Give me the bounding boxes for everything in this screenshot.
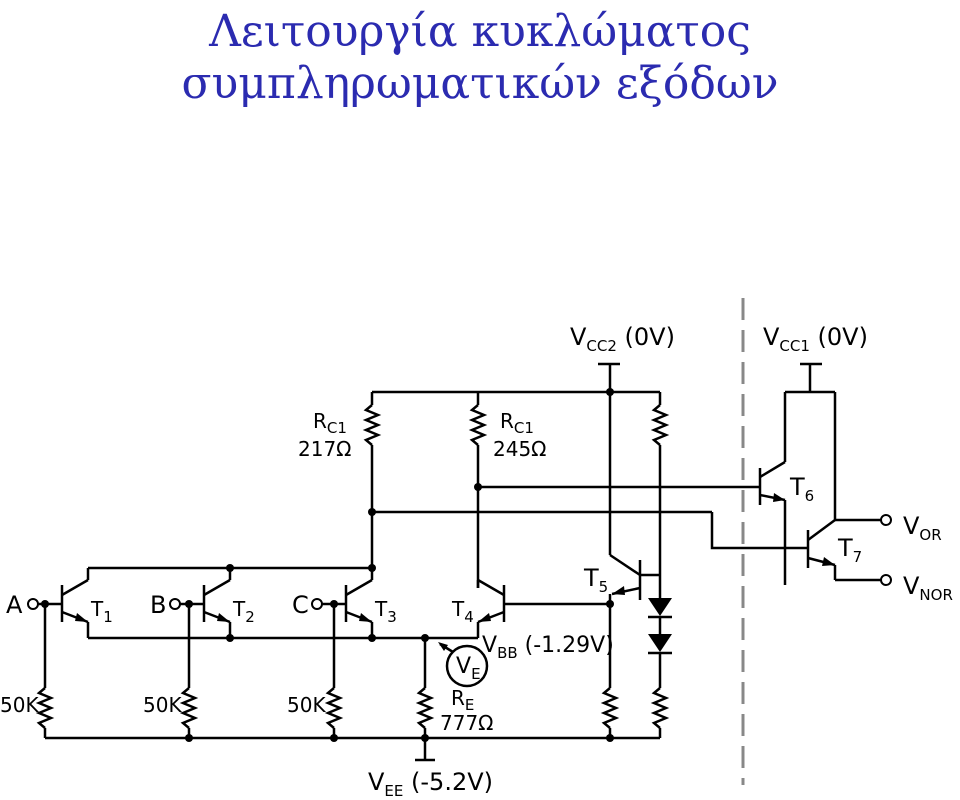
transistor-t7 — [806, 518, 837, 580]
transistor-t2 — [202, 568, 232, 638]
input-b-network — [169, 598, 204, 738]
vnor-label: VNOR — [903, 572, 953, 604]
re-label: RE — [451, 686, 474, 714]
input-c-network — [311, 598, 346, 738]
re-value: 777Ω — [440, 711, 493, 735]
rc1-left-label: RC1 — [313, 409, 347, 437]
resistor-t5-collector-load — [650, 392, 670, 598]
rc1-right-label: RC1 — [500, 409, 534, 437]
transistor-t6 — [758, 460, 787, 585]
r50k-1-label: 50K — [0, 693, 39, 717]
transistor-t1 — [60, 568, 90, 638]
t1-label: T1 — [90, 597, 113, 626]
rc1-left-value: 217Ω — [298, 437, 351, 461]
vor-label: VOR — [903, 512, 942, 544]
resistor-t5-emitter — [600, 687, 620, 738]
ve-meter — [438, 642, 489, 688]
t5-label: T5 — [583, 564, 608, 596]
t6-label: T6 — [789, 473, 814, 505]
output-terminal-or[interactable] — [880, 514, 892, 526]
vee-label: VEE (-5.2V) — [368, 768, 493, 800]
transistor-t3 — [344, 568, 374, 638]
input-a-label: A — [6, 591, 23, 619]
slide-title: Λειτουργία κυκλώματος συμπληρωματικών εξ… — [0, 6, 960, 110]
transistor-t4 — [476, 578, 610, 638]
input-a-network — [27, 598, 62, 738]
title-line-1: Λειτουργία κυκλώματος — [209, 6, 751, 57]
vbb-label: VBB (-1.29V) — [482, 633, 614, 662]
resistor-rc1-right — [468, 392, 488, 588]
t7-label: T7 — [837, 534, 862, 566]
ve-label: VE — [456, 654, 481, 683]
r50k-2-label: 50K — [143, 693, 182, 717]
output-terminal-nor[interactable] — [880, 574, 892, 586]
t3-label: T3 — [374, 597, 397, 626]
t4-label: T4 — [451, 597, 474, 626]
input-c-label: C — [292, 591, 309, 619]
vcc2-supply — [598, 362, 620, 392]
transistor-t5 — [606, 560, 660, 688]
title-line-2: συμπληρωματικών εξόδων — [181, 58, 779, 109]
t2-label: T2 — [232, 597, 255, 626]
input-b-label: B — [150, 591, 166, 619]
vcc1-label: VCC1 (0V) — [763, 323, 868, 355]
resistor-re — [415, 638, 435, 738]
vcc1-supply — [783, 362, 837, 520]
rc1-right-value: 245Ω — [493, 437, 546, 461]
r50k-3-label: 50K — [287, 693, 326, 717]
vcc2-label: VCC2 (0V) — [570, 323, 675, 355]
resistor-diode-string — [650, 687, 670, 738]
resistor-rc1-left — [362, 392, 382, 568]
diodes — [648, 598, 672, 688]
